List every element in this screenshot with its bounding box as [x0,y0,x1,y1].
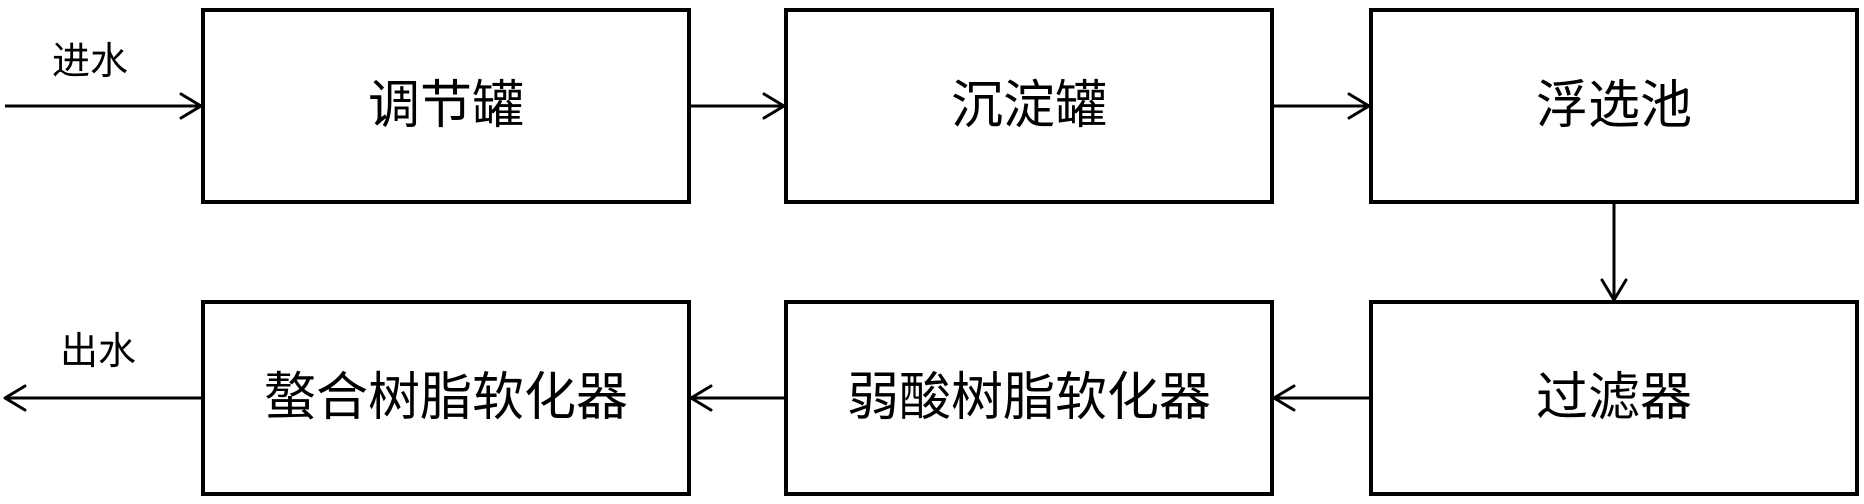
arrow-flotation-to-filter [1600,204,1628,302]
output-label: 出水 [60,329,136,373]
input-label: 进水 [52,39,128,83]
stage-label-flotation-tank: 浮选池 [1536,76,1692,136]
stage-label-filter: 过滤器 [1536,368,1692,428]
stage-box-regulating-tank: 调节罐 [201,8,691,204]
stage-label-sedimentation-tank: 沉淀罐 [951,76,1107,136]
stage-label-chelating-resin-softener: 螯合树脂软化器 [264,368,628,428]
arrow-chelating-softener-to-outlet [3,384,201,412]
arrow-sedimentation-to-flotation [1274,92,1371,120]
stage-box-weak-acid-resin-softener: 弱酸树脂软化器 [784,300,1274,496]
stage-label-regulating-tank: 调节罐 [368,76,524,136]
arrow-inlet-to-regulating-tank [5,92,203,120]
stage-box-sedimentation-tank: 沉淀罐 [784,8,1274,204]
stage-box-chelating-resin-softener: 螯合树脂软化器 [201,300,691,496]
stage-box-filter: 过滤器 [1369,300,1859,496]
arrow-filter-to-weak-acid-softener [1272,384,1369,412]
arrow-regulating-to-sedimentation [691,92,786,120]
stage-label-weak-acid-resin-softener: 弱酸树脂软化器 [847,368,1211,428]
stage-box-flotation-tank: 浮选池 [1369,8,1859,204]
arrow-weak-acid-to-chelating-softener [689,384,784,412]
